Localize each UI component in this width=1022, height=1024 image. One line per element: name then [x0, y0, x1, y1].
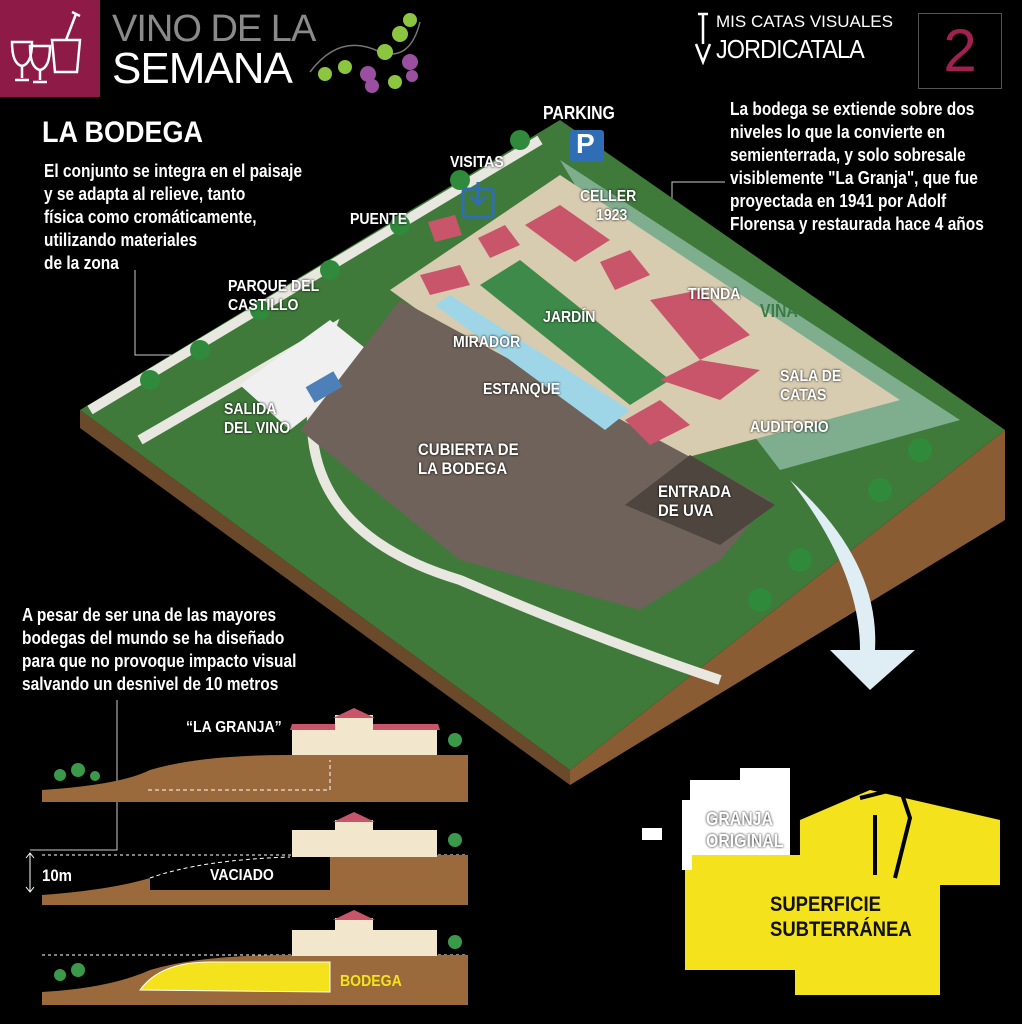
- section-title: LA BODEGA: [42, 116, 204, 149]
- label-vina: VIÑA: [760, 301, 798, 321]
- header-badge: [0, 0, 100, 97]
- granja-text-2: ORIGINAL: [706, 831, 784, 851]
- wine-glasses-icon: [10, 10, 82, 84]
- sala-text-1: SALA DE: [780, 368, 842, 385]
- right-line: proyectada en 1941 por Adolf: [730, 191, 947, 211]
- right-line: Florensa y restaurada hace 4 años: [730, 214, 984, 234]
- label-sala: SALA DE CATAS: [780, 367, 841, 405]
- section-excavation: [25, 812, 468, 905]
- label-estanque: ESTANQUE: [483, 381, 561, 398]
- entrada-roof: [625, 455, 775, 545]
- truck-icon: [305, 371, 343, 403]
- pond: [435, 295, 630, 430]
- granja-text-1: GRANJA: [706, 809, 773, 829]
- right-text: La bodega se extiende sobre dos niveles …: [730, 98, 984, 236]
- original-farm: [690, 768, 790, 855]
- parking-sign: [570, 130, 604, 162]
- title-line-1: VINO DE LA: [112, 8, 316, 50]
- intro-line: El conjunto se integra en el paisaje: [44, 161, 303, 181]
- underground-surface: [685, 790, 1000, 995]
- bottom-line: A pesar de ser una de las mayores: [22, 605, 277, 625]
- intro-line: y se adapta al relieve, tanto: [44, 184, 246, 204]
- label-10m: 10m: [42, 866, 72, 885]
- garden: [480, 260, 670, 405]
- right-line: semienterrada, y solo sobresale: [730, 145, 966, 165]
- issue-number-box: 2: [918, 13, 1002, 89]
- salida-text-1: SALIDA: [224, 401, 277, 418]
- cross-sections: [25, 708, 468, 1005]
- corkscrew-icon: [694, 12, 712, 65]
- sala-text-2: CATAS: [780, 387, 827, 404]
- label-salida: SALIDA DEL VINO: [224, 400, 290, 438]
- label-tienda: TIENDA: [688, 286, 741, 303]
- right-line: La bodega se extiende sobre dos: [730, 99, 975, 119]
- intro-text: El conjunto se integra en el paisaje y s…: [44, 160, 302, 275]
- label-parking: PARKING: [543, 103, 615, 123]
- superficie-text-2: SUBTERRÁNEA: [770, 918, 912, 941]
- label-mirador: MIRADOR: [453, 334, 521, 351]
- parking-area: [240, 320, 380, 430]
- right-line: visiblemente "La Granja", que fue: [730, 168, 978, 188]
- label-bodega: BODEGA: [340, 973, 402, 990]
- logo-bottom: JORDICATALA: [716, 34, 865, 64]
- cubierta-text-2: LA BODEGA: [418, 459, 508, 478]
- terrain-side-left: [80, 410, 570, 785]
- superficie-text-1: SUPERFICIE: [770, 893, 881, 916]
- label-parque: PARQUE DEL CASTILLO: [228, 277, 319, 315]
- bottom-line: salvando un desnivel de 10 metros: [22, 674, 279, 694]
- issue-number: 2: [943, 17, 977, 84]
- buildings: [420, 205, 760, 445]
- trees: [140, 130, 932, 612]
- salida-text-2: DEL VINO: [224, 420, 291, 437]
- bodega-roof: [300, 300, 770, 610]
- label-visitas: VISITAS: [450, 154, 504, 171]
- label-jardin: JARDÍN: [543, 309, 596, 326]
- celler-text: CELLER: [580, 188, 637, 205]
- label-auditorio: AUDITORIO: [750, 419, 829, 436]
- bottom-line: bodegas del mundo se ha diseñado: [22, 628, 285, 648]
- bottom-text: A pesar de ser una de las mayores bodega…: [22, 604, 296, 696]
- label-celler: CELLER 1923: [580, 187, 636, 225]
- logo: MIS CATAS VISUALES JORDICATALA: [690, 10, 900, 65]
- courtyard: [390, 175, 900, 470]
- label-vaciado: VACIADO: [210, 867, 274, 884]
- grapevine-icon: [309, 13, 421, 93]
- section-original: [42, 708, 468, 802]
- parque-text-2: CASTILLO: [228, 297, 299, 314]
- down-arrow-icon: [790, 480, 915, 690]
- celler-year: 1923: [596, 207, 628, 224]
- label-la-granja: “LA GRANJA”: [186, 719, 282, 736]
- entrada-text-1: ENTRADA: [658, 482, 732, 501]
- section-final: [42, 910, 468, 1005]
- title-line-2: SEMANA: [112, 44, 293, 93]
- logo-top: MIS CATAS VISUALES: [716, 12, 893, 31]
- intro-line: utilizando materiales: [44, 230, 198, 250]
- cubierta-text-1: CUBIERTA DE: [418, 440, 519, 459]
- bottom-line: para que no provoque impacto visual: [22, 651, 297, 671]
- parque-text-1: PARQUE DEL: [228, 278, 320, 295]
- label-puente: PUENTE: [350, 211, 408, 228]
- terrain-side-right: [570, 430, 1005, 785]
- parking-sign-label: P: [576, 128, 595, 159]
- right-line: niveles lo que la convierte en: [730, 122, 946, 142]
- entrada-text-2: DE UVA: [658, 501, 714, 520]
- intro-line: física como cromáticamente,: [44, 207, 257, 227]
- plan-view: [642, 768, 1000, 995]
- intro-line: de la zona: [44, 253, 119, 273]
